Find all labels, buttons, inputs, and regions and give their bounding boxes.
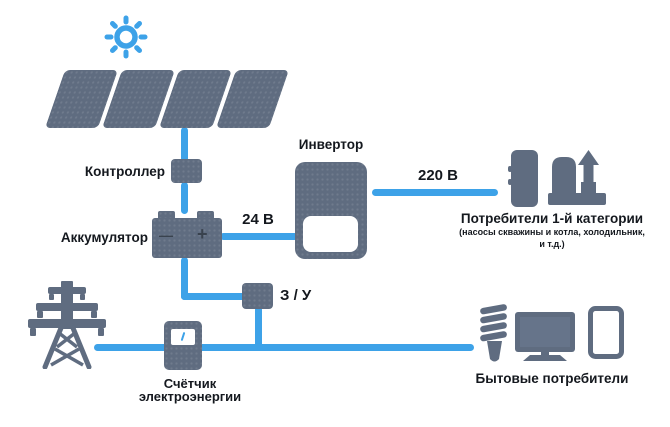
meter-label-line2: электроэнергии	[138, 389, 242, 404]
inverter-screen	[303, 216, 358, 252]
meter-icon	[164, 321, 202, 370]
meter-needle	[180, 331, 186, 342]
voltage-label-220v: 220 В	[417, 167, 459, 184]
voltage-label-24v: 24 В	[242, 211, 274, 228]
battery-label: Аккумулятор	[60, 230, 148, 245]
fridge-icon	[508, 150, 538, 207]
wire-battery-down	[181, 257, 188, 300]
wire-inverter-to-consumers	[372, 189, 498, 196]
charger-label: З / У	[280, 287, 312, 304]
wire-battery-to-inverter	[220, 233, 298, 240]
battery-plus-sign: +	[197, 224, 208, 244]
monitor-icon	[515, 312, 575, 361]
wire-panels-to-controller	[181, 127, 188, 162]
household-consumers-label: Бытовые потребители	[475, 371, 629, 386]
battery-icon: — +	[152, 211, 222, 258]
wire-to-charger	[181, 293, 246, 300]
charger-box	[242, 283, 273, 309]
battery-terminal	[158, 211, 175, 220]
critical-consumers-label: Потребители 1-й категории	[460, 211, 644, 226]
meter-label-line1: Счётчик	[163, 376, 217, 391]
meter-label: Счётчик электроэнергии	[120, 377, 260, 403]
meter-display	[171, 329, 195, 345]
controller-label: Контроллер	[84, 164, 165, 179]
power-tower-icon	[28, 281, 106, 369]
sun-icon	[104, 15, 148, 59]
wire-charger-to-grid	[255, 306, 262, 351]
inverter-box	[295, 162, 367, 259]
critical-consumers-sublabel-line2: и т.д.)	[539, 239, 565, 249]
tablet-icon	[588, 306, 624, 359]
battery-body	[152, 218, 222, 258]
wire-grid-line	[94, 344, 474, 351]
battery-terminal	[197, 211, 214, 220]
inverter-label: Инвертор	[298, 137, 364, 152]
controller-box	[171, 159, 202, 183]
cfl-bulb-icon	[480, 304, 507, 362]
pump-boiler-icon	[548, 150, 606, 205]
wire-controller-to-battery	[181, 182, 188, 214]
critical-consumers-sublabel-line1: (насосы скважины и котла, холодильник,	[459, 227, 645, 237]
battery-minus-sign: —	[159, 227, 173, 243]
